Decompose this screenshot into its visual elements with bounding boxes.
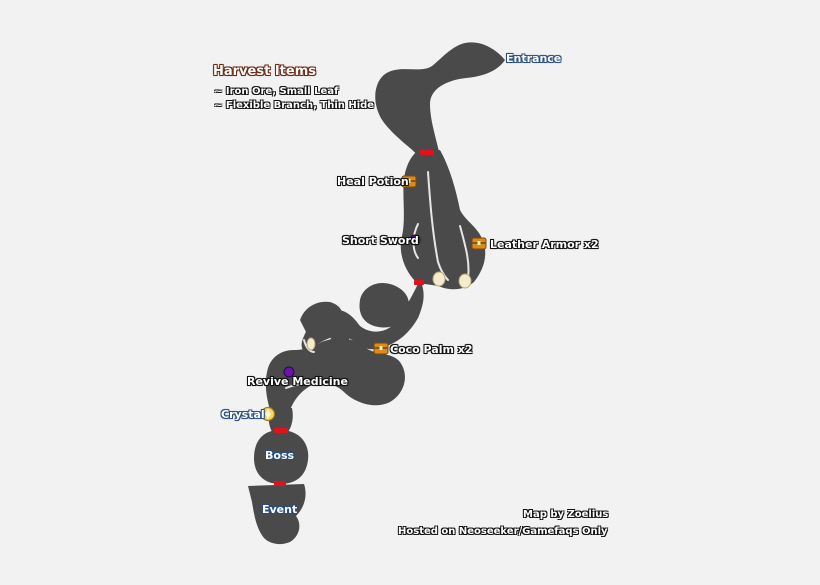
terrain-boss-room xyxy=(254,430,309,484)
harvest-points xyxy=(306,271,472,351)
harvest-point-icon xyxy=(458,273,472,289)
terrain-left-lobe xyxy=(300,301,343,336)
credit-author: Map by Zoelius xyxy=(523,509,609,520)
treasure-chest-icon xyxy=(471,237,487,250)
treasure-chest-icon xyxy=(401,175,417,188)
label-crystal: Crystal xyxy=(221,408,265,421)
terrain-mid-lower xyxy=(265,338,405,410)
label-entrance: Entrance xyxy=(506,52,562,65)
save-crystal-icon xyxy=(260,406,276,422)
label-short-sword: Short Sword xyxy=(342,234,419,247)
terrain-entrance xyxy=(375,42,505,156)
label-boss: Boss xyxy=(265,449,295,462)
label-leather-armor: Leather Armor x2 xyxy=(490,238,599,251)
orbs xyxy=(283,234,421,378)
label-event: Event xyxy=(262,503,298,516)
harvest-point-icon xyxy=(306,337,316,351)
harvest-line: ~ Flexible Branch, Thin Hide xyxy=(214,100,375,111)
chests xyxy=(373,175,487,355)
doors xyxy=(274,150,434,486)
purple-orb-icon xyxy=(409,234,421,246)
terrain-event-room xyxy=(248,484,306,545)
treasure-chest-icon xyxy=(373,342,389,355)
door-marker xyxy=(274,428,288,433)
harvest-point-icon xyxy=(432,271,446,287)
terrain-corridor xyxy=(400,150,486,290)
terrain-mid-blob xyxy=(359,282,410,328)
label-revive-medicine: Revive Medicine xyxy=(247,375,348,388)
door-marker xyxy=(274,481,286,486)
door-marker xyxy=(420,150,434,155)
terrain-swirl xyxy=(329,331,350,356)
purple-orb-icon xyxy=(283,366,295,378)
door-marker xyxy=(414,280,424,285)
credit-hosted: Hosted on Neoseeker/Gamefaqs Only xyxy=(398,526,608,537)
terrain xyxy=(248,42,505,545)
label-heal-potion: Heal Potion xyxy=(337,175,409,188)
label-coco-palm: Coco Palm x2 xyxy=(390,343,473,356)
harvest-title: Harvest Items xyxy=(213,64,316,79)
harvest-line: ~ Iron Ore, Small Leaf xyxy=(214,86,339,97)
